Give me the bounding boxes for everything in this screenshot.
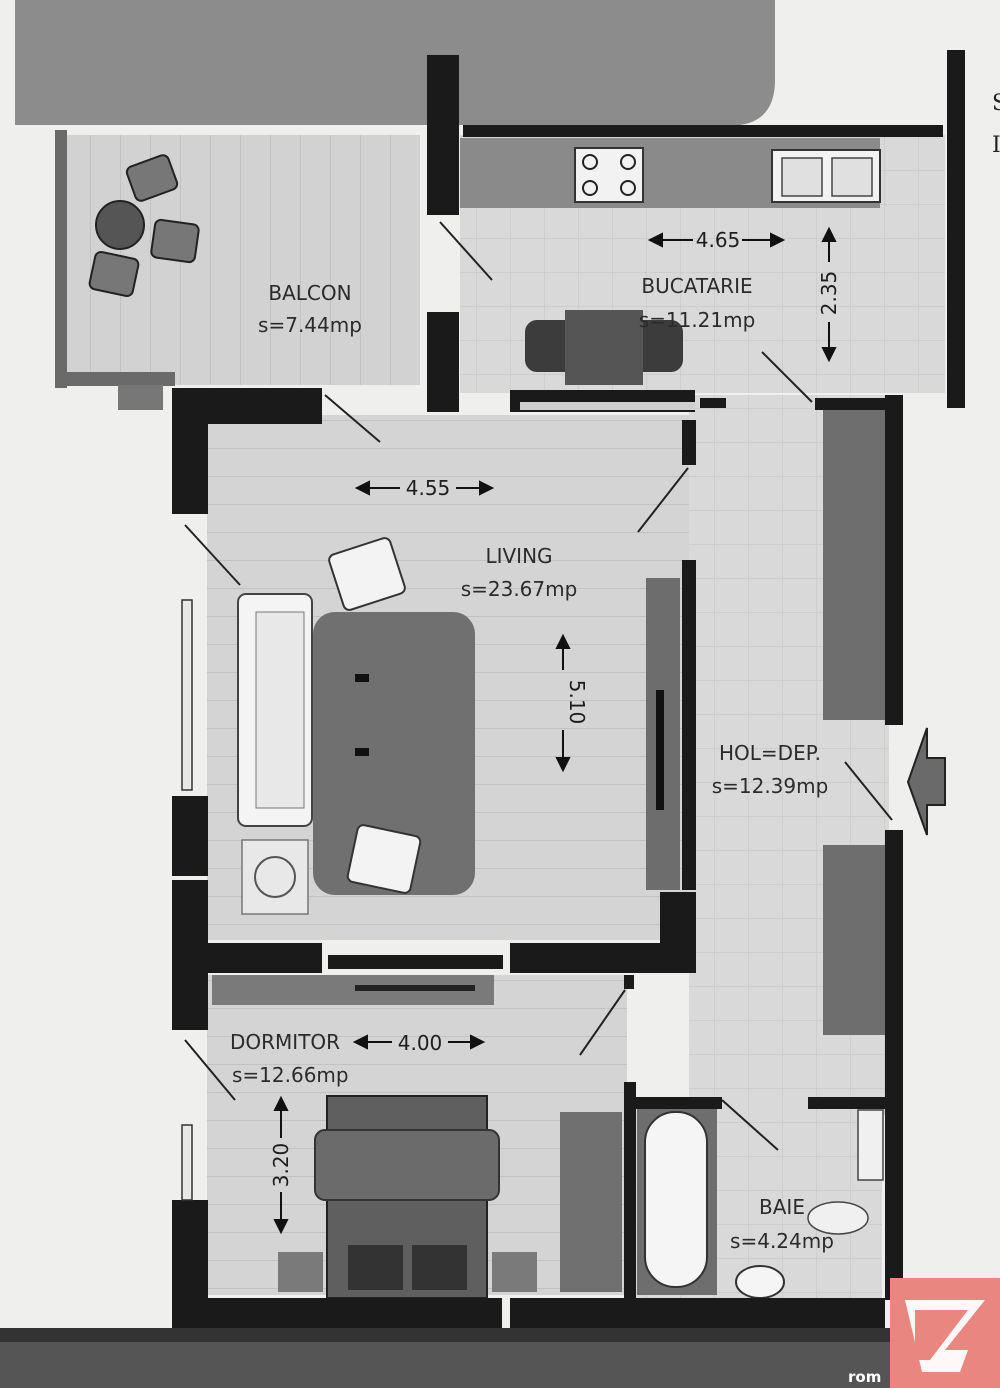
dining-table-icon: [525, 310, 683, 385]
sofa-icon: [237, 593, 313, 827]
wardrobe-upper: [823, 410, 885, 720]
bucatarie-label: BUCATARIE: [641, 274, 752, 298]
balcony-table-icon: [95, 200, 145, 250]
edge-text-1: S: [992, 91, 1000, 116]
sink-icon: [771, 149, 881, 203]
balcon-area: s=7.44mp: [258, 313, 362, 337]
stove-icon: [574, 147, 644, 203]
armchair-icon: [328, 537, 422, 894]
bathtub-icon: [637, 1105, 717, 1295]
baie-area: s=4.24mp: [730, 1229, 834, 1253]
hol-area: s=12.39mp: [712, 774, 829, 798]
bedroom-dresser: [560, 1112, 622, 1292]
entrance-arrow-icon: [906, 727, 946, 836]
watermark-text: rom: [848, 1368, 881, 1386]
storia-logo-icon: [890, 1278, 1000, 1388]
living-label: LIVING: [485, 544, 552, 568]
living-depth-dim: 5.10: [565, 680, 589, 725]
windows: [181, 402, 695, 1201]
balcon-label: BALCON: [268, 281, 351, 305]
bucatarie-depth-dim: 2.35: [817, 271, 841, 316]
walls: [172, 50, 965, 1328]
hol-label: HOL=DEP.: [719, 741, 821, 765]
dimension-arrows: [273, 226, 837, 1235]
side-table-icon: [241, 839, 309, 915]
rug-icon: [313, 612, 475, 895]
tv-unit-icon: [646, 578, 680, 890]
living-area: s=23.67mp: [461, 577, 578, 601]
baie-label: BAIE: [759, 1195, 805, 1219]
balcony-chair-icon: [88, 154, 200, 298]
living-width-dim: 4.55: [406, 476, 451, 500]
edge-text-2: I: [992, 133, 1000, 158]
door-swings: [184, 221, 893, 1151]
dormitor-depth-dim: 3.20: [269, 1143, 293, 1188]
dormitor-label: DORMITOR: [230, 1030, 340, 1054]
bed-icon: [314, 1095, 500, 1299]
exterior-top-area: [15, 0, 775, 125]
toilet-icon: [735, 1265, 785, 1299]
dormitor-width-dim: 4.00: [398, 1031, 443, 1055]
wardrobe-lower: [823, 845, 885, 1035]
dormitor-area: s=12.66mp: [232, 1063, 349, 1087]
bucatarie-width-dim: 4.65: [696, 228, 741, 252]
bucatarie-area: s=11.21mp: [639, 308, 756, 332]
washbasin-icon: [807, 1201, 869, 1235]
